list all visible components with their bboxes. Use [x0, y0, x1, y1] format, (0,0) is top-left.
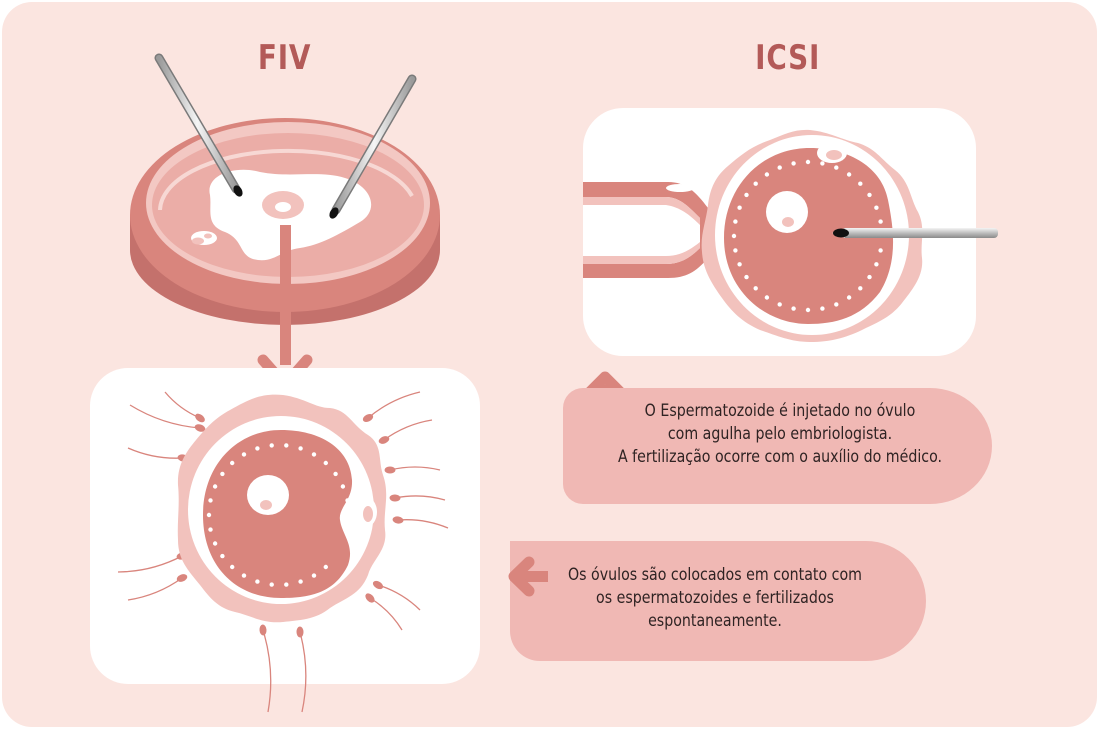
egg-granule	[206, 512, 212, 518]
fiv-caption: Os óvulos são colocados em contato com o…	[543, 563, 887, 632]
egg-granule	[737, 262, 742, 267]
caption-line: Os óvulos são colocados em contato com	[567, 565, 863, 584]
arrow-left-icon	[508, 556, 548, 597]
sperm-head	[194, 424, 206, 432]
sperm-tail	[262, 629, 272, 713]
egg-cell-icon	[177, 394, 387, 623]
sperm-tail	[299, 631, 307, 713]
sperm-head	[384, 466, 396, 474]
egg-granule	[805, 159, 811, 165]
caption-line: os espermatozoides e fertilizados	[596, 588, 834, 607]
egg-granule	[298, 579, 303, 584]
sperm-tail	[129, 404, 201, 429]
egg-granule	[874, 205, 879, 210]
egg-granule	[255, 446, 260, 451]
egg-granule	[230, 564, 235, 570]
egg-granule	[777, 302, 782, 307]
holding-pipette-icon	[583, 182, 708, 278]
egg-granule	[731, 233, 737, 239]
pipette-icon	[154, 53, 243, 197]
egg-granule	[764, 172, 770, 177]
egg-granule	[753, 286, 758, 291]
egg-granule	[753, 181, 758, 186]
egg-granule	[212, 541, 218, 546]
egg-cell-icon	[701, 129, 923, 342]
egg-granule	[212, 484, 218, 489]
caption-line: espontaneamente.	[648, 611, 782, 630]
egg-granule	[744, 192, 749, 198]
egg-granule	[208, 527, 213, 532]
egg-granule	[333, 471, 338, 477]
egg-granule	[820, 306, 825, 311]
sperm-icon	[117, 391, 449, 713]
egg-granule	[791, 306, 796, 311]
egg-granule	[241, 573, 247, 578]
egg-granule	[805, 307, 811, 313]
egg-granule	[846, 295, 852, 300]
egg-granule	[878, 219, 883, 224]
egg-granule	[733, 248, 738, 253]
egg-granule	[311, 452, 317, 457]
egg-granule	[777, 165, 782, 170]
icsi-caption: O Espermatozoide é injetado no óvulo com…	[591, 399, 969, 468]
egg-granule	[744, 274, 749, 280]
egg-granule	[298, 446, 303, 451]
egg-granule	[737, 205, 742, 210]
fiv-callout	[510, 541, 926, 661]
egg-granule	[867, 192, 872, 198]
egg-granule	[220, 471, 225, 477]
egg-granule	[323, 564, 328, 570]
egg-granule	[284, 443, 289, 448]
icsi-callout	[563, 388, 992, 504]
egg-granule	[791, 161, 796, 166]
icsi-title: ICSI	[755, 38, 821, 78]
egg-granule	[874, 262, 879, 267]
egg-granule	[846, 172, 852, 177]
egg-granule	[323, 460, 328, 466]
caption-line: com agulha pelo embriologista.	[667, 424, 893, 443]
egg-granule	[733, 219, 738, 224]
sperm-head	[389, 494, 401, 502]
egg-granule	[834, 165, 839, 170]
egg-granule	[820, 161, 825, 166]
sperm-head	[296, 626, 304, 638]
egg-granule	[208, 498, 213, 503]
sperm-head	[259, 624, 267, 636]
egg-granule	[269, 582, 274, 587]
sperm-head	[378, 436, 390, 444]
egg-granule	[858, 181, 863, 186]
sperm-head	[195, 413, 205, 423]
egg-granule	[241, 452, 247, 457]
sperm-head	[365, 593, 375, 603]
egg-granule	[284, 582, 289, 587]
caption-line: O Espermatozoide é injetado no óvulo	[644, 401, 916, 420]
injection-needle-icon	[832, 228, 998, 238]
sperm-head	[392, 516, 404, 524]
caption-line: A fertilização ocorre com o auxílio do m…	[617, 447, 943, 466]
egg-granule	[834, 302, 839, 307]
fiv-title: FIV	[257, 38, 312, 78]
pipette-icon	[329, 74, 417, 219]
egg-granule	[858, 286, 863, 291]
egg-granule	[878, 248, 883, 253]
egg-granule	[230, 460, 235, 466]
sperm-head	[362, 414, 374, 422]
sperm-head	[176, 574, 188, 582]
egg-granule	[255, 579, 260, 584]
egg-granule	[311, 573, 317, 578]
egg-granule	[340, 484, 346, 489]
egg-granule	[220, 553, 225, 559]
sperm-tail	[117, 555, 183, 573]
egg-granule	[764, 295, 770, 300]
egg-granule	[867, 274, 872, 280]
sperm-head	[372, 580, 384, 590]
egg-granule	[269, 443, 274, 448]
egg-granule	[345, 498, 350, 503]
